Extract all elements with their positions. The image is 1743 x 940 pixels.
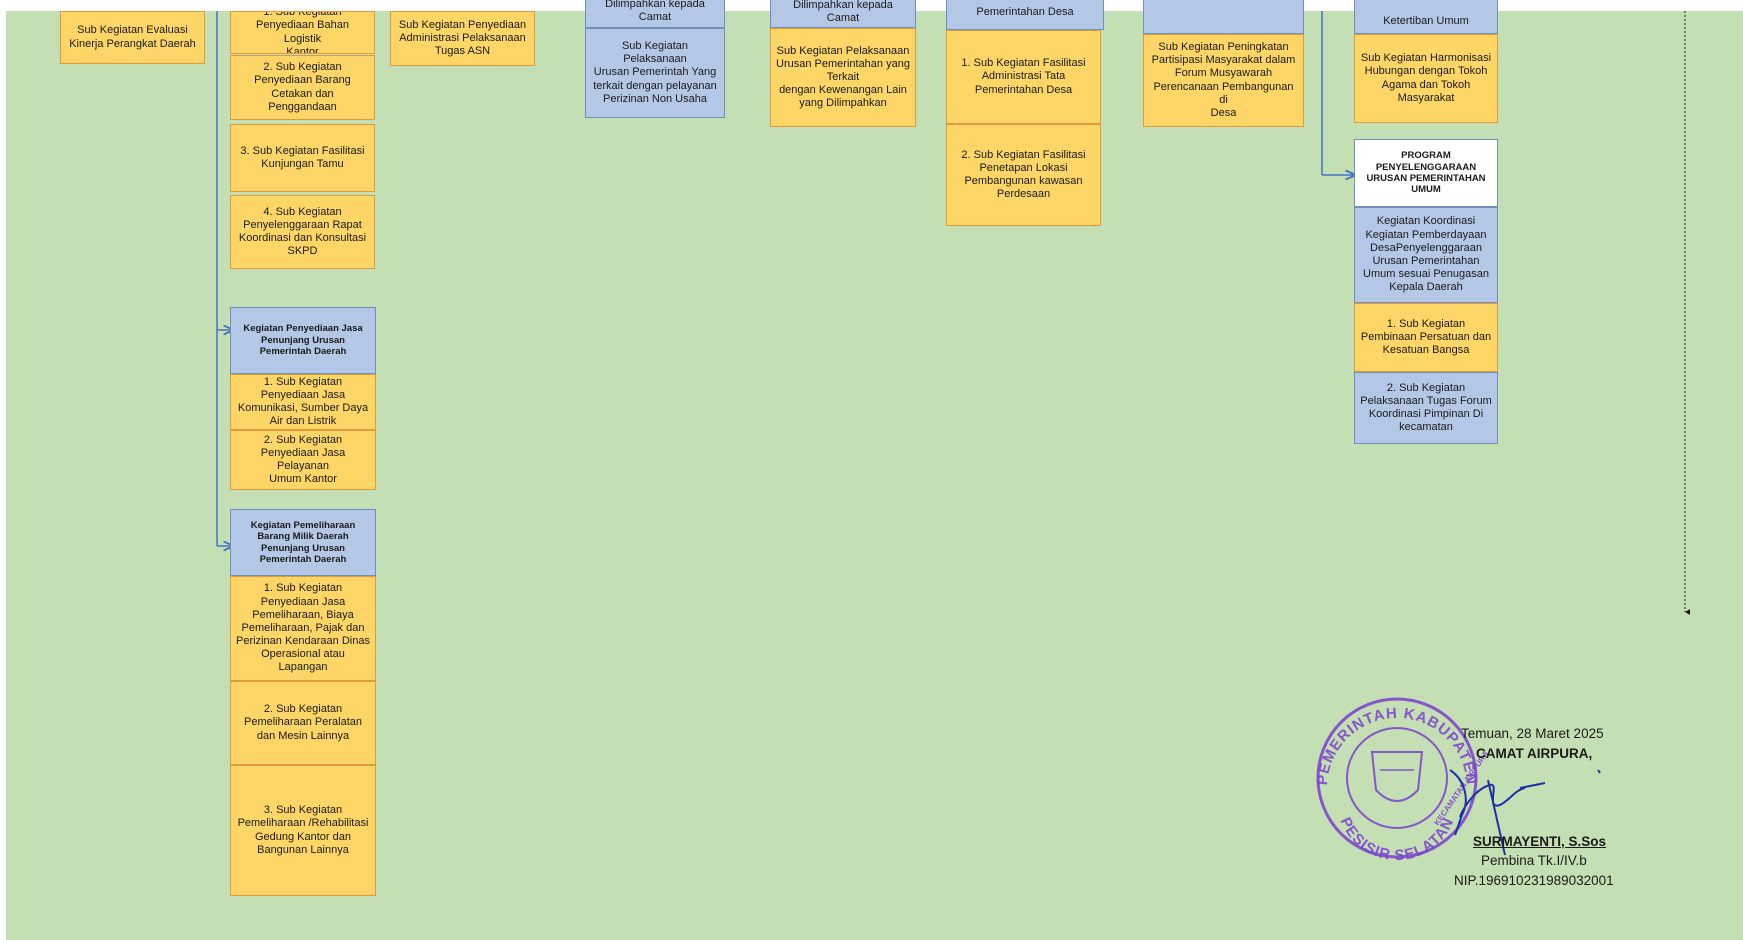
kegiatan-koordinasi-pemberdayaan: Kegiatan Koordinasi Kegiatan Pemberdayaa… [1354,207,1498,303]
sub-kegiatan-logistik: 1. Sub Kegiatan Penyediaan Bahan Logisti… [230,11,375,54]
signature-rank: Pembina Tk.I/IV.b [1481,853,1587,868]
dilimpahkan-camat-header-2: Dilimpahkan kepada Camat [770,0,916,28]
signature-title: CAMAT AIRPURA, [1476,746,1593,761]
program-penyelenggaraan-title: PROGRAM PENYELENGGARAAN URUSAN PEMERINTA… [1354,139,1498,207]
sub-kegiatan-jasa-pelayanan: 2. Sub Kegiatan Penyediaan Jasa Pelayana… [230,430,376,490]
sub-kegiatan-pemeliharaan-kendaraan: 1. Sub Kegiatan Penyediaan Jasa Pemeliha… [230,576,376,681]
sub-kegiatan-pemeliharaan-peralatan: 2. Sub Kegiatan Pemeliharaan Peralatan d… [230,681,376,765]
signature-place-date: Temuan, 28 Maret 2025 [1461,726,1604,741]
pemerintahan-desa-header: Pemerintahan Desa [946,0,1104,30]
sub-kegiatan-evaluasi: Sub Kegiatan Evaluasi Kinerja Perangkat … [60,11,205,64]
kegiatan-pemeliharaan-header: Kegiatan Pemeliharaan Barang Milik Daera… [230,509,376,576]
signature-name: SURMAYENTI, S.Sos [1473,834,1607,849]
col7-header [1143,0,1304,34]
sub-kegiatan-rapat-koordinasi: 4. Sub Kegiatan Penyelenggaraan Rapat Ko… [230,195,375,269]
sub-kegiatan-cetakan: 2. Sub Kegiatan Penyediaan Barang Cetaka… [230,55,375,120]
sub-kegiatan-penetapan-lokasi: 2. Sub Kegiatan Fasilitasi Penetapan Lok… [946,124,1101,226]
dilimpahkan-camat-header-1: Dilimpahkan kepada Camat [585,0,725,28]
sub-kegiatan-harmonisasi: Sub Kegiatan Harmonisasi Hubungan dengan… [1354,34,1498,123]
sub-kegiatan-administrasi-asn: Sub Kegiatan Penyediaan Administrasi Pel… [390,11,535,66]
sub-kegiatan-forum-koordinasi: 2. Sub Kegiatan Pelaksanaan Tugas Forum … [1354,372,1498,444]
kegiatan-penyediaan-jasa-header: Kegiatan Penyediaan Jasa Penunjang Urusa… [230,307,376,374]
sub-kegiatan-kunjungan-tamu: 3. Sub Kegiatan Fasilitasi Kunjungan Tam… [230,124,375,192]
sub-kegiatan-kewenangan-lain: Sub Kegiatan Pelaksanaan Urusan Pemerint… [770,28,916,127]
sub-kegiatan-administrasi-tata-pemerintahan: 1. Sub Kegiatan Fasilitasi Administrasi … [946,30,1101,124]
ketertiban-umum-header: Ketertiban Umum [1354,0,1498,34]
signature-nip: NIP.196910231989032001 [1454,873,1614,888]
sub-kegiatan-jasa-komunikasi: 1. Sub Kegiatan Penyediaan Jasa Komunika… [230,374,376,430]
sub-kegiatan-persatuan-kesatuan: 1. Sub Kegiatan Pembinaan Persatuan dan … [1354,303,1498,372]
sub-kegiatan-rehabilitasi-gedung: 3. Sub Kegiatan Pemeliharaan /Rehabilita… [230,765,376,896]
sub-kegiatan-partisipasi-masyarakat: Sub Kegiatan Peningkatan Partisipasi Mas… [1143,34,1304,127]
sub-kegiatan-perizinan-non-usaha: Sub Kegiatan Pelaksanaan Urusan Pemerint… [585,28,725,118]
